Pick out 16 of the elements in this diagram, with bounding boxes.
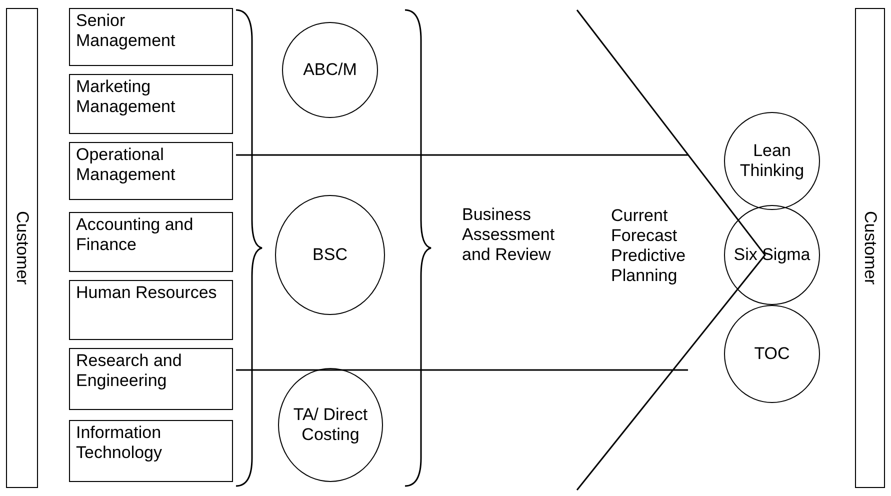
customer-bar bbox=[855, 8, 885, 488]
customer-label: Customer bbox=[12, 211, 32, 285]
department-box: Marketing Management bbox=[69, 74, 233, 134]
customer-bar bbox=[6, 8, 38, 488]
department-box: Senior Management bbox=[69, 8, 233, 66]
customer-label: Customer bbox=[860, 211, 880, 285]
department-box: Information Technology bbox=[69, 420, 233, 482]
method-circle: TOC bbox=[724, 305, 820, 403]
method-circle: Six Sigma bbox=[724, 205, 820, 305]
method-circle: Lean Thinking bbox=[724, 112, 820, 210]
department-box: Human Resources bbox=[69, 280, 233, 340]
department-box: Research and Engineering bbox=[69, 348, 233, 410]
arrow-label: Current Forecast Predictive Planning bbox=[611, 206, 687, 286]
department-box: Operational Management bbox=[69, 142, 233, 200]
department-box: Accounting and Finance bbox=[69, 212, 233, 272]
annotation-text: Business Assessment and Review bbox=[462, 205, 556, 265]
